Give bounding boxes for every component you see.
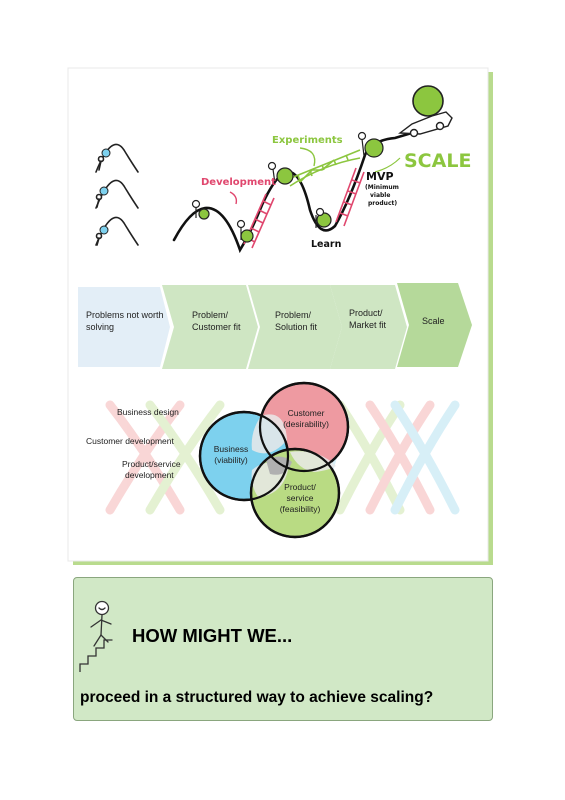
- label-experiments: Experiments: [272, 135, 343, 146]
- scale-arrow: [374, 157, 401, 173]
- experiments-arrow: [299, 147, 316, 167]
- stage-scale: [397, 283, 472, 367]
- stage-label-2-line2: Customer fit: [192, 322, 241, 332]
- label-mvp: MVP: [366, 170, 394, 183]
- label-product-dev-1: Product/service: [122, 459, 181, 469]
- label-mvp-note-1: (Minimum: [365, 184, 399, 191]
- label-mvp-note-2: viable: [370, 192, 390, 199]
- venn-product-line3: (feasibility): [280, 504, 321, 514]
- stage-label-4-line1: Product/: [349, 308, 383, 318]
- stage-product-market-fit: [330, 285, 407, 369]
- figure-mvp: [357, 131, 384, 158]
- development-arrow: [229, 191, 238, 205]
- label-product-dev-2: development: [125, 470, 174, 480]
- label-business-design: Business design: [117, 407, 179, 417]
- climbing-stairs-figure-icon: [79, 600, 113, 672]
- stage-problem-solution-fit: [248, 285, 342, 369]
- venn-business-line2: (viability): [214, 455, 248, 465]
- mvp-ladder: [335, 167, 365, 227]
- small-hill-3: [95, 216, 139, 246]
- label-mvp-note-3: product): [368, 200, 397, 207]
- venn-product-line2: service: [287, 493, 314, 503]
- figure-bridge: [267, 161, 294, 185]
- label-scale: SCALE: [404, 150, 471, 172]
- label-learn: Learn: [311, 239, 342, 250]
- small-hill-2: [95, 179, 139, 209]
- venn-product-line1: Product/: [284, 482, 316, 492]
- stage-label-3-line1: Problem/: [275, 310, 312, 320]
- stage-label-1-line1: Problems not worth: [86, 310, 164, 320]
- label-customer-development: Customer development: [86, 436, 175, 446]
- stage-label-4-line2: Market fit: [349, 320, 387, 330]
- small-hill-1: [95, 143, 139, 173]
- stage-problem-customer-fit: [162, 285, 258, 369]
- car-icon: [398, 111, 453, 138]
- venn-business-line1: Business: [214, 444, 249, 454]
- how-might-we-box: HOW MIGHT WE... proceed in a structured …: [73, 577, 493, 721]
- hmw-title: HOW MIGHT WE...: [132, 625, 293, 646]
- stage-label-2-line1: Problem/: [192, 310, 229, 320]
- venn-customer-line1: Customer: [288, 408, 325, 418]
- stage-label-1-line2: solving: [86, 322, 114, 332]
- venn-customer-line2: (desirability): [283, 419, 329, 429]
- figure-hill-1: [191, 199, 210, 220]
- stage-label-3-line2: Solution fit: [275, 322, 318, 332]
- scale-ball: [412, 85, 444, 117]
- experiments-bridge: [285, 149, 361, 187]
- scaling-illustration: Development Experiments Learn MVP (Minim…: [67, 67, 493, 565]
- figure-valley-1: [236, 219, 254, 243]
- hmw-question: proceed in a structured way to achieve s…: [80, 689, 434, 706]
- stage-label-5-line1: Scale: [422, 316, 445, 326]
- figure-learn: [315, 207, 332, 228]
- stage-problems-not-worth-solving: [78, 287, 170, 367]
- label-development: Development: [201, 177, 276, 188]
